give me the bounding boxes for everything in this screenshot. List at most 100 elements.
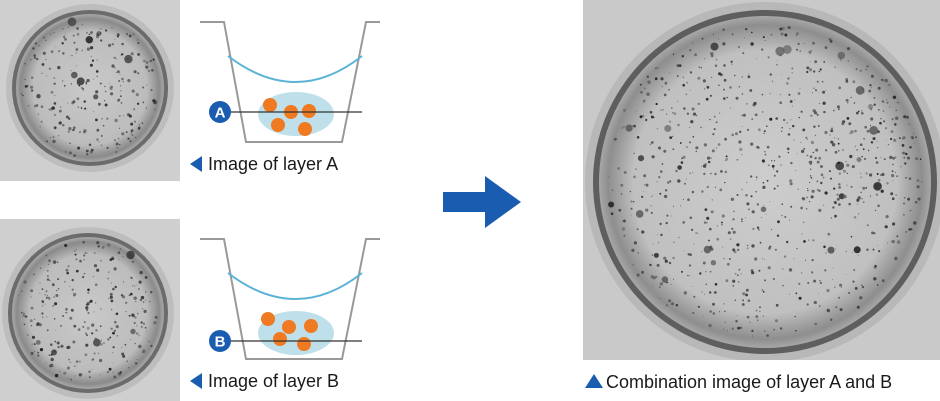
cell-speck: [73, 324, 77, 328]
cell-speck: [683, 291, 687, 295]
cell-speck: [781, 26, 785, 31]
cell-speck: [120, 90, 122, 92]
cell-speck: [79, 131, 81, 133]
cell-speck: [773, 160, 776, 162]
cell-speck: [51, 349, 57, 356]
cell-speck: [806, 70, 809, 74]
cell-speck: [807, 189, 809, 192]
cell-speck: [845, 250, 847, 252]
cell-speck: [644, 184, 645, 186]
cell-speck: [869, 125, 879, 135]
cell-speck: [741, 93, 744, 95]
layer-b-badge: [209, 330, 231, 352]
cell-speck: [130, 122, 134, 126]
cell-speck: [722, 42, 726, 46]
cell-speck: [723, 78, 727, 82]
cell-speck: [787, 26, 791, 30]
cell-speck: [96, 31, 102, 37]
cell-speck: [861, 284, 863, 287]
cell-speck: [57, 287, 60, 290]
cell-speck: [53, 82, 56, 86]
cell-speck: [689, 216, 693, 220]
cell-speck: [82, 325, 85, 328]
cell-speck: [726, 262, 730, 266]
cell-speck: [851, 165, 855, 169]
cell-speck: [712, 302, 715, 306]
cell-speck: [45, 59, 47, 61]
cell-speck: [906, 115, 909, 119]
cell-speck: [724, 137, 727, 141]
cell-speck: [741, 303, 745, 306]
cell-speck: [738, 268, 741, 271]
cell-speck: [745, 194, 748, 197]
cell-speck: [651, 286, 653, 288]
cell-speck: [806, 196, 808, 199]
cell-speck: [41, 288, 44, 290]
layer-b-caption-text: Image of layer B: [208, 371, 340, 391]
cell-speck: [658, 146, 661, 150]
cell-speck: [738, 86, 741, 88]
cell-speck: [762, 111, 764, 113]
cell-speck: [813, 279, 817, 283]
cell-speck: [73, 41, 76, 44]
cell-speck: [905, 177, 907, 179]
cell-speck: [746, 103, 748, 105]
cell-speck: [903, 202, 905, 205]
cell-speck: [815, 89, 817, 92]
cell-speck: [30, 325, 33, 327]
cell-speck: [781, 130, 783, 132]
cell-speck: [873, 97, 876, 99]
cell-speck: [880, 157, 882, 159]
cell-speck: [757, 319, 759, 321]
triangle-up-icon: [585, 374, 603, 388]
cell-speck: [142, 101, 145, 104]
cell-speck: [732, 230, 736, 234]
cell-speck: [788, 268, 793, 272]
cell-speck: [723, 88, 725, 91]
cell-speck: [751, 31, 753, 34]
cell-speck: [44, 303, 46, 305]
cell-speck: [915, 157, 919, 161]
cell-speck: [838, 186, 841, 189]
cell-speck: [758, 146, 760, 149]
cell-speck: [811, 259, 814, 262]
cell-speck: [643, 190, 644, 192]
cell-speck: [148, 70, 150, 72]
cell-speck: [750, 195, 753, 198]
cell-speck: [134, 316, 137, 319]
cell-speck: [142, 322, 146, 325]
cell-speck: [830, 177, 832, 180]
cell-speck: [746, 315, 750, 319]
cell-speck: [793, 258, 795, 260]
cell-speck: [72, 128, 75, 132]
cell-speck: [689, 127, 691, 129]
cell-speck: [729, 238, 732, 240]
cell-speck: [852, 280, 855, 283]
cell-speck: [106, 146, 109, 149]
cell-speck: [119, 248, 121, 250]
cell-speck: [834, 137, 836, 139]
cell-speck: [681, 270, 683, 273]
cell-speck: [715, 147, 717, 149]
cell-speck: [701, 37, 704, 40]
cell-speck: [123, 115, 125, 117]
cell-speck: [751, 271, 755, 275]
cell-speck: [891, 239, 895, 244]
cell-speck: [67, 265, 70, 268]
cell-speck: [849, 154, 853, 159]
cell-speck: [782, 45, 792, 54]
cell-speck: [133, 322, 136, 324]
cell-speck: [812, 239, 815, 242]
cell-speck: [88, 34, 90, 36]
cell-speck: [846, 117, 850, 120]
cell-speck: [891, 118, 894, 121]
cell-speck: [85, 83, 88, 85]
cell-speck: [795, 329, 797, 332]
cell: [302, 104, 316, 118]
cell-speck: [701, 190, 704, 193]
cell-speck: [833, 187, 836, 190]
cell-speck: [639, 115, 643, 119]
cell-speck: [651, 195, 653, 198]
cell-speck: [846, 184, 848, 186]
cell-speck: [100, 260, 102, 262]
